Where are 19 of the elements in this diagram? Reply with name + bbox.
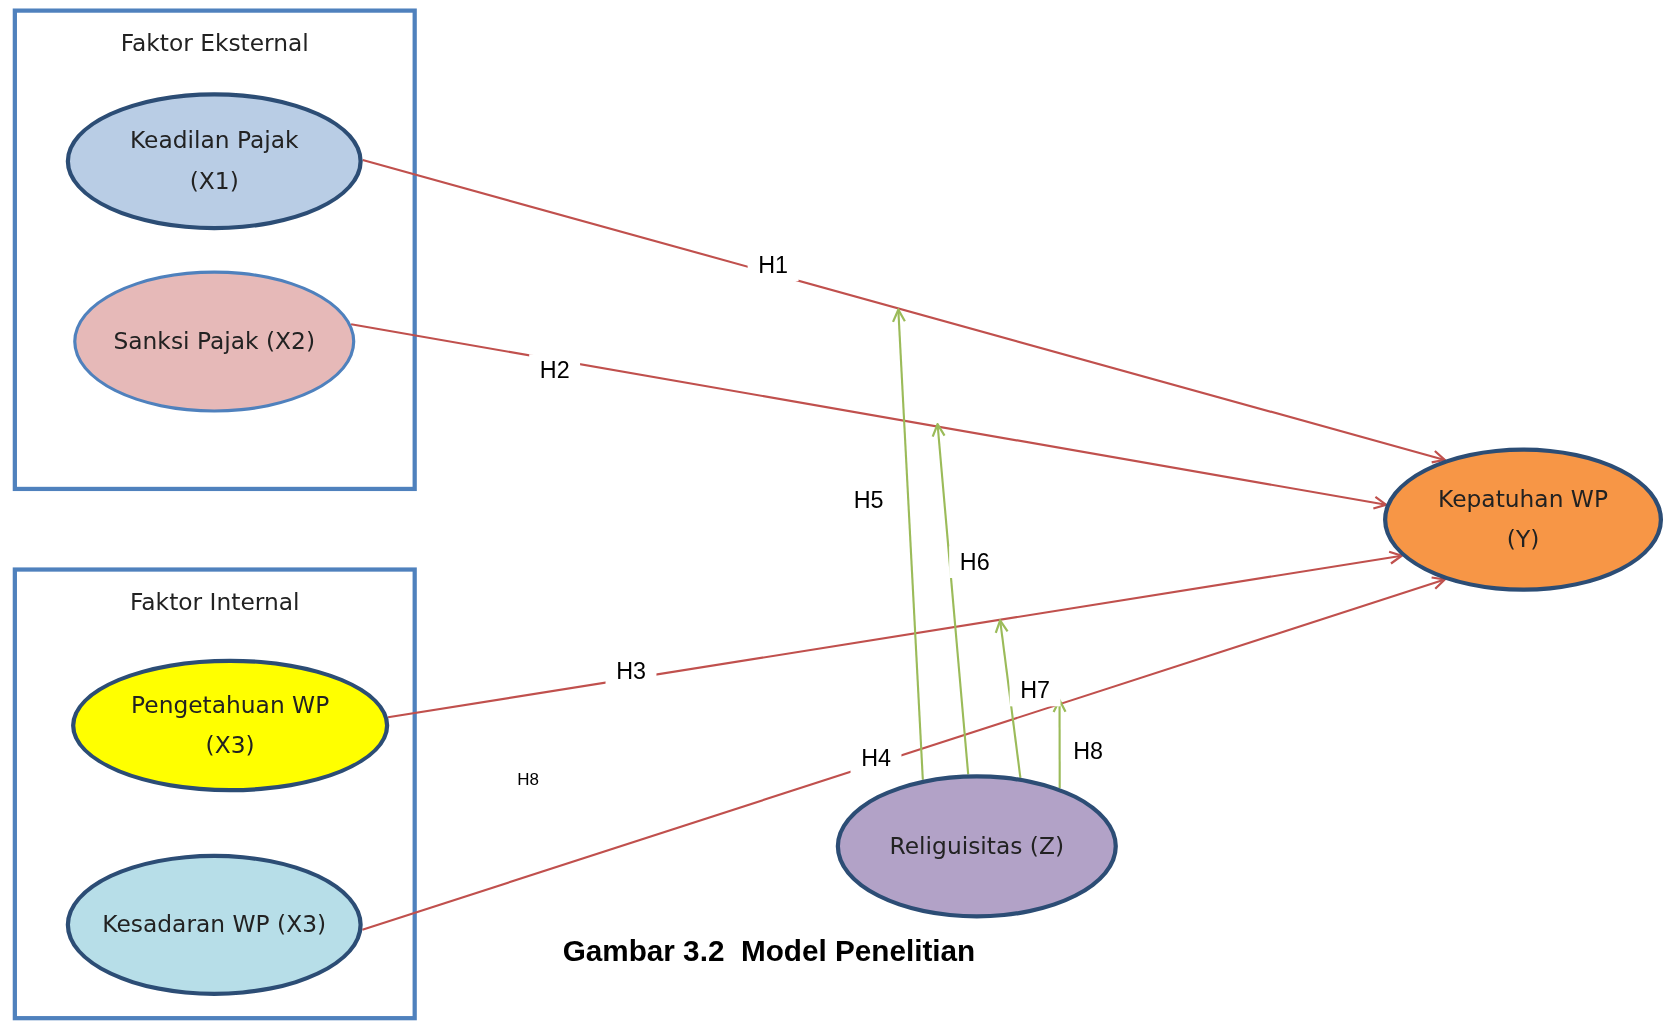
variable-label: Pengetahuan WP (X3): [130, 690, 331, 761]
group-frame: [12, 567, 417, 1021]
arrow: [350, 323, 1388, 510]
arrow: [891, 308, 924, 780]
arrow: [931, 423, 970, 775]
arrow: [1052, 698, 1067, 788]
variable-label: Sanksi Pajak (X2): [112, 326, 316, 357]
group-frame: [12, 8, 417, 492]
group-title: Faktor Eksternal: [120, 29, 309, 57]
variable-label: Kepatuhan WP (Y): [1437, 484, 1609, 555]
variable-label: Religuisitas (Z): [888, 831, 1065, 862]
arrow: [362, 159, 1446, 464]
arrow: [994, 619, 1022, 778]
caption: Gambar 3.2 Model Penelitian: [562, 934, 976, 969]
variable-label: Kesadaran WP (X3): [101, 910, 328, 940]
group-title: Faktor Internal: [130, 588, 300, 616]
arrow: [362, 576, 1446, 931]
note-text: H8: [517, 770, 540, 790]
variable-label: Keadilan Pajak (X1): [128, 126, 300, 197]
